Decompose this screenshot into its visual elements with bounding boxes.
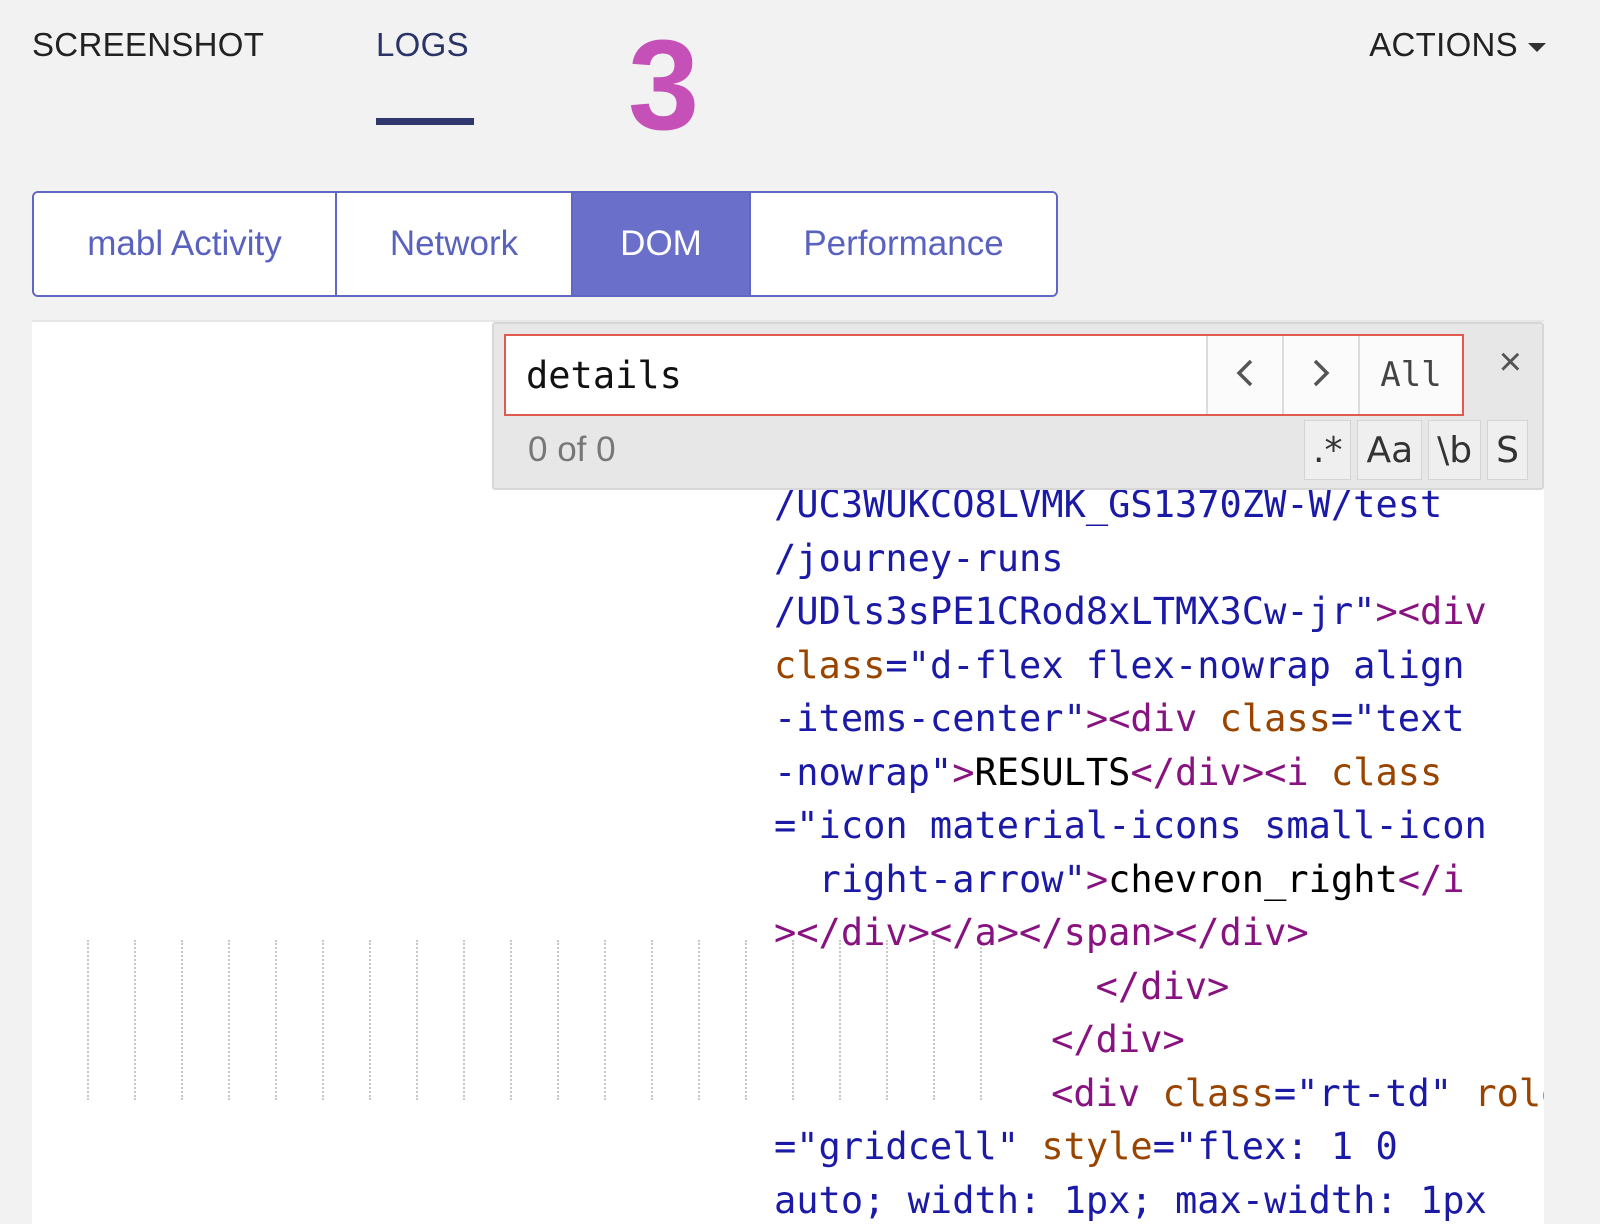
- log-type-tabs: mabl Activity Network DOM Performance: [32, 191, 1058, 297]
- code-line: /UDls3sPE1CRod8xLTMX3Cw-jr"><div: [774, 590, 1487, 633]
- match-case-toggle[interactable]: Aa: [1357, 420, 1423, 480]
- dom-source-code[interactable]: /UC3WUKCO8LVMK_GS1370ZW-W/test/journey-r…: [774, 478, 1544, 1224]
- chevron-right-icon: [1310, 356, 1332, 395]
- search-box: All: [504, 334, 1464, 416]
- code-line: </div>: [962, 1018, 1185, 1061]
- tab-mabl-activity[interactable]: mabl Activity: [34, 193, 337, 295]
- search-input[interactable]: [506, 336, 1206, 414]
- code-line: -items-center"><div class="text: [774, 697, 1465, 740]
- search-panel: All × 0 of 0 .* Aa \b S: [492, 322, 1544, 490]
- code-line: ></div></a></span></div>: [774, 911, 1309, 954]
- tab-performance[interactable]: Performance: [751, 193, 1056, 295]
- search-options: .* Aa \b S: [1304, 420, 1528, 480]
- caret-down-icon: [1528, 42, 1546, 52]
- tab-dom[interactable]: DOM: [573, 193, 751, 295]
- actions-label: ACTIONS: [1369, 26, 1518, 63]
- chevron-left-icon: [1234, 356, 1256, 395]
- select-all-matches-button[interactable]: All: [1358, 336, 1462, 414]
- previous-match-button[interactable]: [1206, 336, 1282, 414]
- code-line: /UC3WUKCO8LVMK_GS1370ZW-W/test: [774, 483, 1443, 526]
- match-count: 0 of 0: [528, 430, 616, 469]
- tab-screenshot[interactable]: SCREENSHOT: [32, 26, 265, 63]
- code-line: -nowrap">RESULTS</div><i class: [774, 750, 1443, 794]
- code-line: class="d-flex flex-nowrap align: [774, 643, 1465, 687]
- regex-toggle[interactable]: .*: [1304, 420, 1352, 480]
- tab-network[interactable]: Network: [337, 193, 573, 295]
- in-selection-toggle[interactable]: S: [1487, 420, 1528, 480]
- close-icon[interactable]: ×: [1498, 340, 1522, 384]
- next-match-button[interactable]: [1282, 336, 1358, 414]
- actions-menu-button[interactable]: ACTIONS: [1369, 26, 1546, 64]
- code-line: right-arrow">chevron_right</i: [774, 857, 1465, 901]
- step-number-annotation: 3: [628, 14, 700, 157]
- code-line: ="icon material-icons small-icon: [774, 804, 1487, 847]
- whole-word-toggle[interactable]: \b: [1428, 420, 1482, 480]
- tab-logs[interactable]: LOGS: [376, 26, 469, 63]
- code-line: /journey-runs: [774, 536, 1064, 580]
- code-line: </div>: [962, 964, 1230, 1008]
- code-line: ="gridcell" style="flex: 1 0: [774, 1125, 1398, 1168]
- active-tab-indicator: [376, 118, 474, 125]
- code-line: <div class="rt-td" role: [962, 1071, 1544, 1115]
- code-line: auto; width: 1px; max-width: 1px: [774, 1178, 1487, 1222]
